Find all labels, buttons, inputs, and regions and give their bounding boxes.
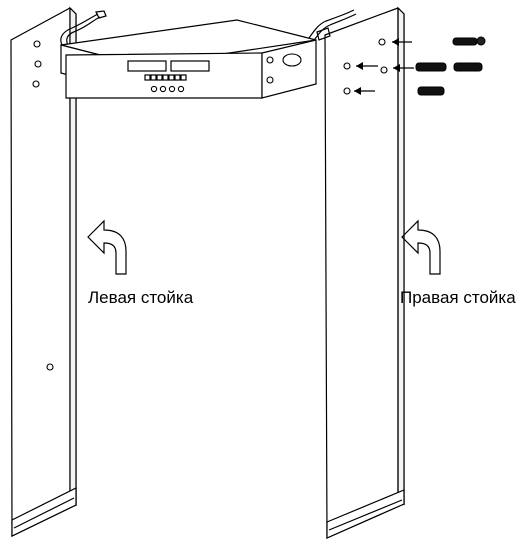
- mounting-hole-icon: [266, 76, 274, 84]
- arrow-left-icon: [356, 62, 378, 70]
- knob-icon: [159, 85, 167, 93]
- knob-icon: [150, 85, 158, 93]
- curved-arrow-icon: [401, 219, 441, 275]
- mounting-hole-icon: [33, 40, 41, 48]
- mounting-hole-icon: [32, 80, 40, 88]
- right-post-label: Правая стойка: [400, 288, 516, 307]
- mounting-hole-icon: [343, 87, 351, 95]
- mounting-hole-icon: [34, 60, 42, 68]
- left-post: [10, 6, 77, 537]
- hole-arrows: [354, 38, 414, 95]
- arrow-left-icon: [392, 38, 412, 46]
- bolt-icon: [452, 36, 486, 46]
- curved-arrow-icon: [87, 219, 127, 275]
- control-unit: [34, 19, 317, 99]
- arrow-left-icon: [393, 64, 414, 72]
- bolt-icon: [453, 62, 483, 72]
- left-post-label: Левая стойка: [88, 288, 194, 307]
- right-post: [324, 6, 405, 539]
- knob-icon: [177, 85, 185, 93]
- display-left: [127, 60, 167, 72]
- knob-icon: [168, 85, 176, 93]
- bolts: [415, 36, 486, 96]
- arrow-left-icon: [354, 87, 375, 95]
- led-row: [144, 74, 187, 81]
- mounting-hole-icon: [46, 363, 54, 371]
- mounting-hole-icon: [378, 38, 386, 46]
- bolt-icon: [417, 86, 445, 96]
- mounting-hole-icon: [266, 56, 274, 64]
- bolt-icon: [415, 62, 447, 72]
- cable-grommet-icon: [282, 53, 302, 67]
- display-right: [170, 60, 210, 72]
- mounting-hole-icon: [343, 62, 351, 70]
- mounting-hole-icon: [380, 66, 388, 74]
